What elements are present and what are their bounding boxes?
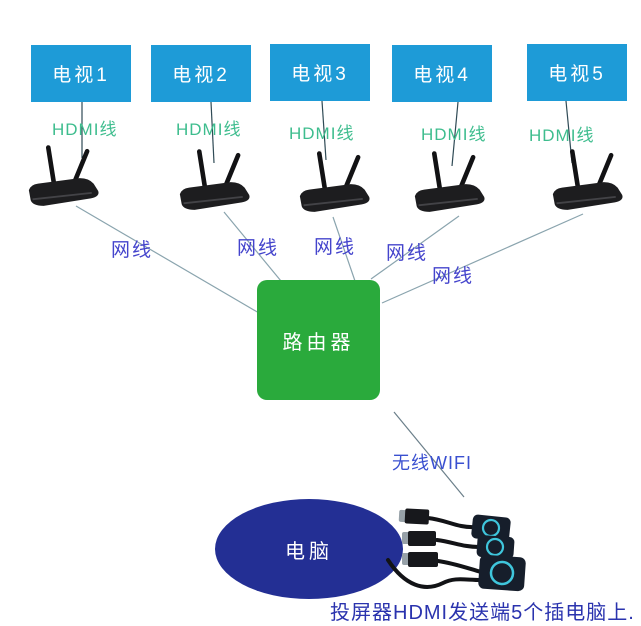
computer-ellipse: 电脑 — [215, 499, 403, 599]
tv-box-3: 电视3 — [270, 44, 370, 101]
wireless-receiver-icon — [179, 149, 250, 210]
lan-cable-label-3: 网线 — [314, 237, 357, 258]
lan-cable-label-1: 网线 — [111, 240, 154, 261]
tv-box-1: 电视1 — [31, 45, 131, 102]
lan-cable-label-4: 网线 — [386, 243, 429, 264]
hdmi-cable-label-5: HDMI线 — [529, 126, 595, 145]
lan-cable-label-5: 网线 — [432, 266, 475, 287]
lan-cable-label-2: 网线 — [237, 238, 280, 259]
hdmi-dongle-icon — [398, 508, 511, 542]
hdmi-cable-label-3: HDMI线 — [289, 124, 355, 143]
dongle-cable — [386, 558, 483, 589]
wireless-receiver-icon — [414, 151, 485, 212]
wireless-receiver-icon — [28, 145, 99, 206]
wireless-receiver-icon — [552, 149, 623, 210]
hdmi-cable-label-2: HDMI线 — [176, 120, 242, 139]
wifi-link-label: 无线WIFI — [392, 453, 472, 473]
tv-box-5: 电视5 — [527, 44, 627, 101]
hdmi-dongle-group — [386, 508, 526, 592]
hdmi-cable-label-1: HDMI线 — [52, 120, 118, 139]
hdmi-dongle-icon — [402, 552, 526, 592]
wireless-receiver-icon — [299, 151, 370, 212]
router-box: 路由器 — [257, 280, 380, 400]
hdmi-dongle-icon — [402, 531, 515, 559]
tv-box-4: 电视4 — [392, 45, 492, 102]
hdmi-cable-label-4: HDMI线 — [421, 125, 487, 144]
caption-text: 投屏器HDMI发送端5个插电脑上. — [330, 602, 635, 624]
tv-box-2: 电视2 — [151, 45, 251, 102]
